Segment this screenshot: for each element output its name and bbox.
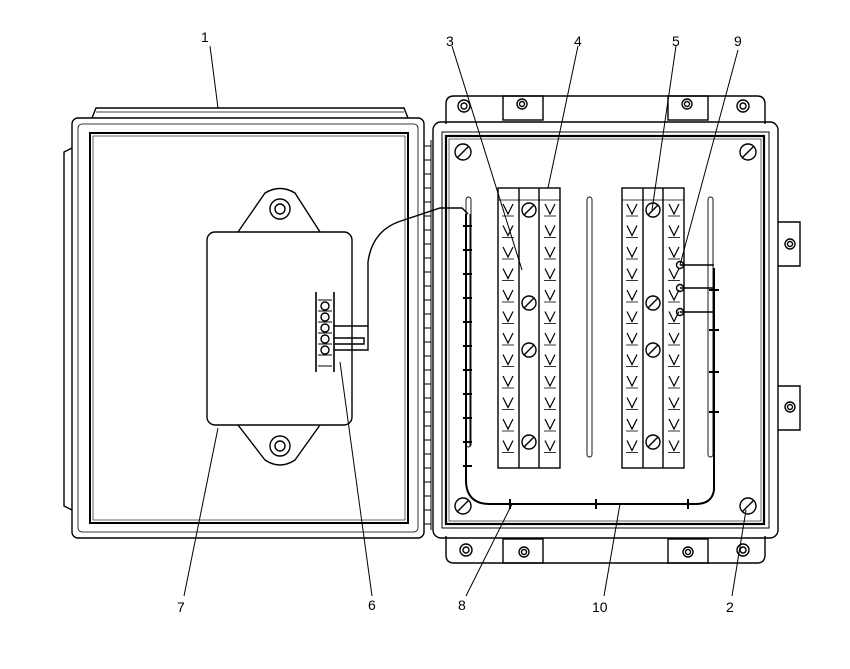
ground-wire: [463, 214, 719, 509]
box-body: [432, 95, 801, 564]
mounting-hole: [681, 98, 693, 110]
leader-lines: [183, 45, 747, 597]
mounting-hole: [736, 99, 750, 113]
corner-screw: [739, 497, 757, 515]
callout-labels: 1 2 3 4 5 6 7 8 9 10: [177, 29, 742, 615]
mounting-hole: [457, 99, 471, 113]
mounting-hole: [784, 238, 796, 250]
mounting-hole: [459, 543, 473, 557]
small-terminal-block: [315, 207, 469, 372]
callout-7: 7: [177, 599, 185, 615]
corner-screw: [739, 143, 757, 161]
callout-9: 9: [734, 33, 742, 49]
mounting-hole: [518, 546, 530, 558]
mounting-hole: [736, 543, 750, 557]
callout-1: 1: [201, 29, 209, 45]
callout-10: 10: [592, 599, 608, 615]
mounting-hole: [784, 401, 796, 413]
corner-screw: [454, 497, 472, 515]
mounting-device: [206, 187, 353, 466]
terminal-block-left: [497, 187, 561, 469]
screw-fasteners: [454, 98, 796, 558]
callout-8: 8: [458, 597, 466, 613]
mounting-hole: [516, 98, 528, 110]
terminal-block-right: [621, 187, 685, 469]
callout-2: 2: [726, 599, 734, 615]
hinge: [423, 140, 432, 530]
callout-4: 4: [574, 33, 582, 49]
mounting-hole: [682, 546, 694, 558]
callout-3: 3: [446, 33, 454, 49]
callout-6: 6: [368, 597, 376, 613]
callout-5: 5: [672, 33, 680, 49]
corner-screw: [454, 143, 472, 161]
